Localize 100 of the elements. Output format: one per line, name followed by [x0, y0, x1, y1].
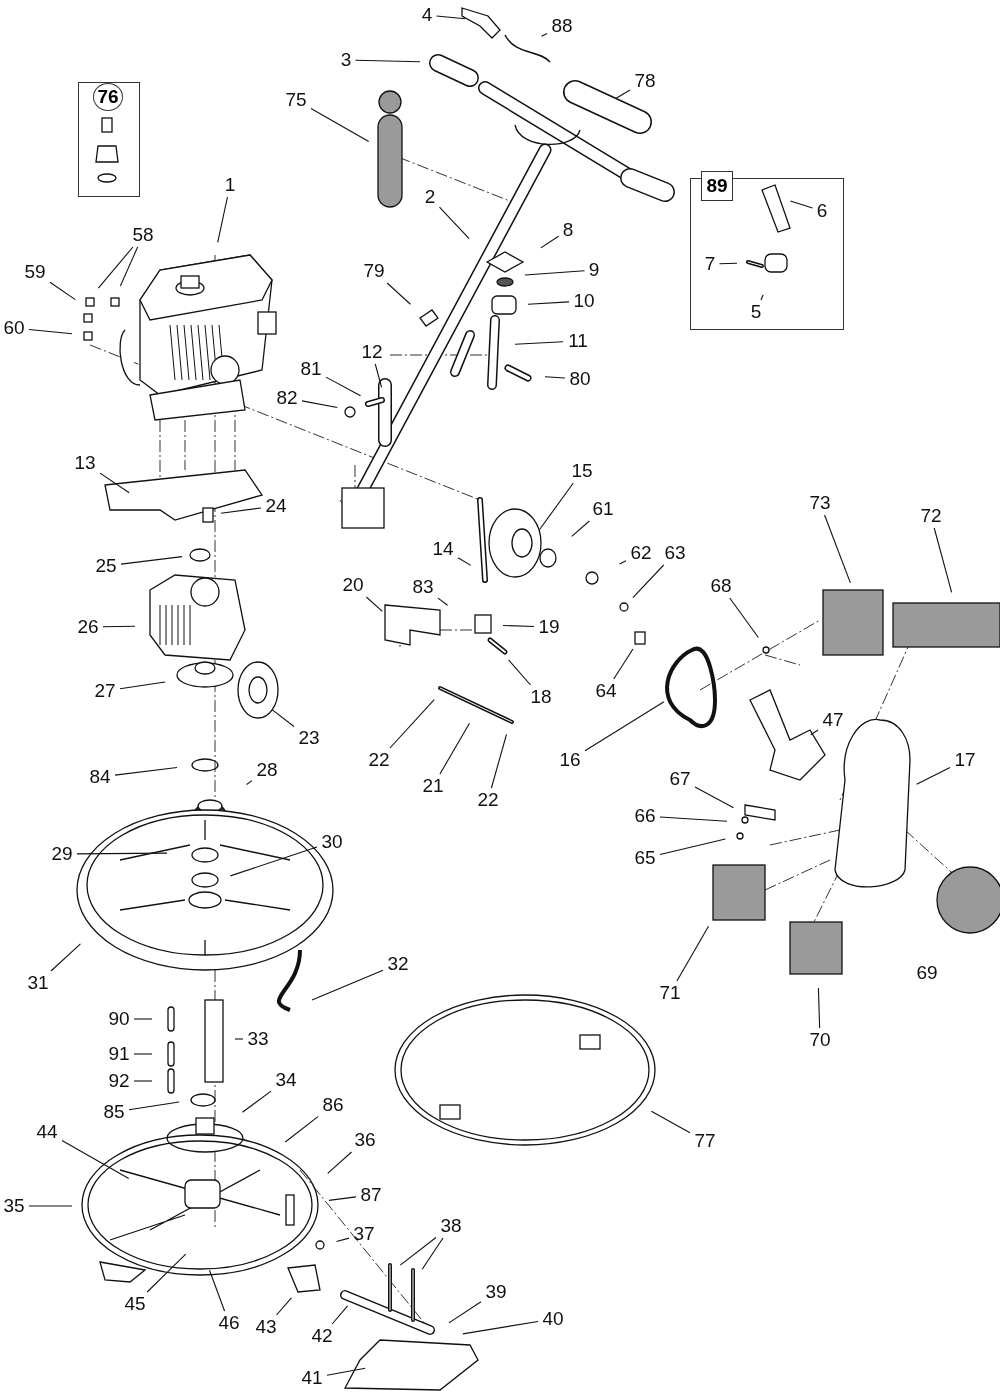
- callout-number: 19: [535, 616, 563, 638]
- callout-number: 5: [747, 301, 765, 323]
- leader-line: [229, 846, 318, 877]
- callout-number: 59: [21, 261, 49, 283]
- leader-line: [729, 597, 759, 639]
- leader-line: [275, 1297, 292, 1316]
- leader-line: [540, 235, 560, 249]
- callout-number: 24: [262, 495, 290, 517]
- callout-number: 10: [570, 290, 598, 312]
- callout-number: 90: [105, 1008, 133, 1030]
- callout-number: 36: [351, 1129, 379, 1151]
- leader-line: [718, 262, 738, 265]
- leader-line: [120, 556, 183, 565]
- callout-number: 27: [91, 680, 119, 702]
- leader-line: [502, 624, 535, 628]
- callout-number: 58: [129, 224, 157, 246]
- callout-number: 42: [308, 1325, 336, 1347]
- leader-line: [632, 564, 665, 599]
- callout-number: 77: [691, 1130, 719, 1152]
- callout-number: 8: [559, 219, 577, 241]
- callout-number: 31: [24, 972, 52, 994]
- leader-line: [327, 1151, 353, 1174]
- leader-line: [99, 472, 130, 494]
- callout-number: 30: [318, 831, 346, 853]
- callout-number: 34: [272, 1069, 300, 1091]
- callout-number: 67: [666, 768, 694, 790]
- leader-line: [659, 838, 726, 855]
- leader-line: [933, 527, 953, 593]
- leader-line: [326, 1367, 366, 1376]
- callout-number: 2: [421, 186, 439, 208]
- callout-number: 6: [813, 200, 831, 222]
- leader-line: [438, 206, 470, 240]
- callout-number: 32: [384, 953, 412, 975]
- callout-number: 16: [556, 749, 584, 771]
- callout-number: 22: [474, 789, 502, 811]
- callout-number: 60: [0, 317, 28, 339]
- leader-line: [421, 1237, 444, 1270]
- leader-line: [571, 520, 590, 537]
- leader-line: [208, 1269, 226, 1312]
- leader-line: [916, 766, 951, 785]
- callout-number: 41: [298, 1367, 326, 1389]
- leader-line: [234, 1038, 244, 1040]
- leader-line: [246, 780, 253, 786]
- leader-line: [619, 560, 627, 565]
- callout-number: 73: [806, 492, 834, 514]
- callout-number: 89: [701, 171, 733, 201]
- leader-line: [789, 200, 814, 209]
- callout-number: 62: [627, 542, 655, 564]
- leader-line: [435, 15, 466, 20]
- leader-line: [220, 507, 262, 514]
- leader-line: [311, 969, 384, 1001]
- callout-number: 64: [592, 680, 620, 702]
- callout-number: 40: [539, 1308, 567, 1330]
- leader-line: [527, 301, 570, 305]
- callout-number: 63: [661, 542, 689, 564]
- callout-number: 68: [707, 575, 735, 597]
- leader-line: [301, 400, 338, 409]
- callout-number: 45: [121, 1293, 149, 1315]
- leader-line: [615, 89, 631, 99]
- leader-line: [241, 1090, 272, 1113]
- leader-line: [119, 246, 139, 287]
- leader-line: [389, 699, 435, 749]
- leader-line: [584, 701, 665, 752]
- callout-number: 9: [585, 259, 603, 281]
- leader-line: [659, 816, 728, 822]
- leader-line: [114, 767, 178, 776]
- callout-number: 86: [319, 1094, 347, 1116]
- leader-line: [354, 59, 421, 63]
- leader-line: [49, 281, 76, 301]
- callout-number: 21: [419, 775, 447, 797]
- leader-line: [399, 1237, 437, 1266]
- callout-number: 61: [589, 498, 617, 520]
- callout-number: 22: [365, 749, 393, 771]
- leader-line: [462, 1320, 539, 1335]
- leader-line: [61, 1140, 130, 1180]
- callout-number: 87: [357, 1184, 385, 1206]
- callout-number: 26: [74, 616, 102, 638]
- callout-number: 13: [71, 452, 99, 474]
- leader-line: [374, 363, 383, 388]
- leader-line: [325, 376, 362, 397]
- callout-number: 82: [273, 387, 301, 409]
- leader-line: [119, 681, 166, 690]
- callout-number: 37: [350, 1223, 378, 1245]
- leader-line: [284, 1116, 319, 1143]
- callout-number: 92: [105, 1070, 133, 1092]
- leader-line: [365, 596, 383, 612]
- leader-line: [817, 987, 821, 1029]
- callout-number: 84: [86, 766, 114, 788]
- leader-line: [133, 1018, 153, 1020]
- callout-number: 88: [548, 15, 576, 37]
- leader-line: [810, 729, 819, 736]
- callout-number: 7: [701, 253, 719, 275]
- callout-number: 81: [297, 358, 325, 380]
- callout-number: 15: [568, 460, 596, 482]
- leader-line: [217, 196, 228, 243]
- callout-number: 91: [105, 1043, 133, 1065]
- callout-number: 29: [48, 843, 76, 865]
- leader-line: [514, 341, 564, 345]
- callout-number: 28: [253, 759, 281, 781]
- callout-number: 18: [527, 686, 555, 708]
